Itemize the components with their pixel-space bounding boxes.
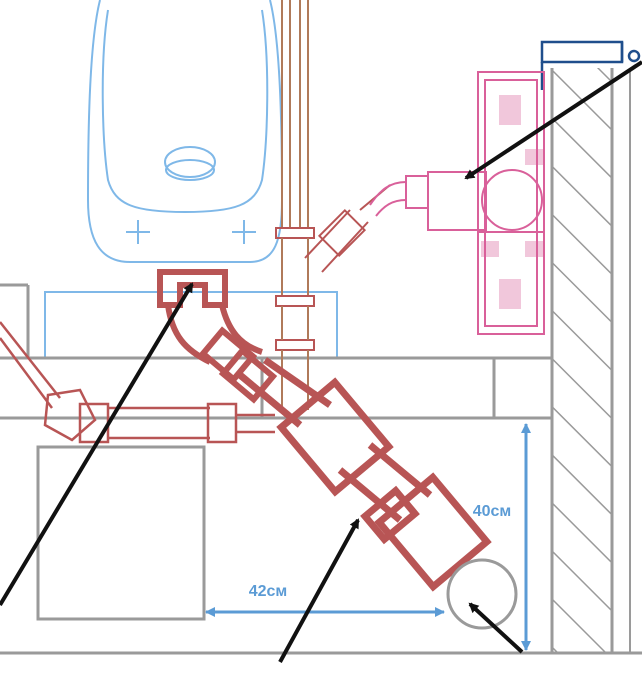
drain-circle [446, 558, 518, 630]
toilet-bowl-icon [44, 0, 338, 359]
pointer-arrows [0, 60, 642, 663]
toilet-outlet-elbow [157, 269, 278, 404]
left-diagonal-pipe [0, 321, 275, 444]
vertical-supply-pipes [275, 0, 315, 410]
arrow-to-toilet-outlet [0, 282, 194, 607]
dimension-horizontal-label: 42см [249, 583, 288, 600]
wall-hatch [550, 68, 631, 653]
structure [0, 283, 642, 655]
dimension-horizontal: 42см [205, 583, 445, 617]
arrow-to-drain [468, 602, 524, 654]
valve-manifold [369, 71, 545, 335]
arrow-to-valve [464, 60, 642, 180]
main-sewer-pipe [237, 357, 492, 592]
arrow-to-sewer-pipe [278, 518, 360, 663]
dimension-vertical: 40см [473, 423, 531, 651]
pipe-clamp-icon [540, 40, 641, 90]
angled-supply-pipe [304, 184, 391, 273]
dimension-vertical-label: 40см [473, 503, 512, 520]
